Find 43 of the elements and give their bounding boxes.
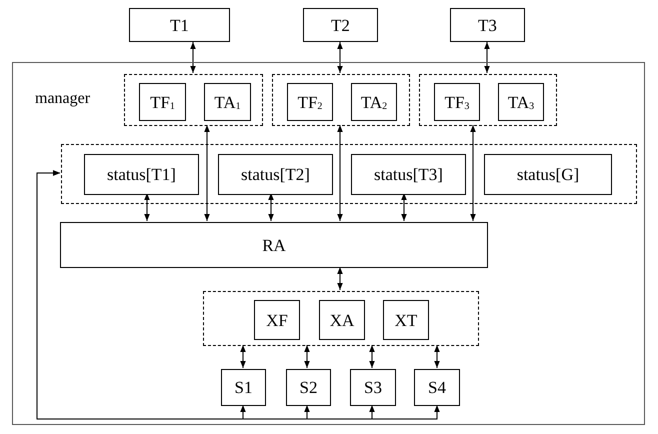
- process-box: S1: [221, 369, 266, 406]
- group-title: manager: [35, 91, 90, 107]
- arrow: [190, 42, 196, 74]
- arrow: [268, 192, 274, 222]
- process-box: status[T2]: [218, 154, 333, 195]
- process-box: status[G]: [484, 154, 612, 195]
- arrow: [337, 124, 343, 222]
- container-box: [12, 62, 645, 425]
- process-box: status[T3]: [351, 154, 466, 195]
- group-box: [419, 74, 557, 126]
- process-box: status[T1]: [84, 154, 199, 195]
- process-box: TA$_{1}$: [204, 83, 251, 121]
- group-box: [124, 74, 263, 126]
- group-box: [61, 144, 637, 204]
- arrow: [337, 42, 343, 74]
- process-box: S3: [350, 369, 396, 406]
- process-box: T2: [303, 8, 378, 42]
- process-box: XF: [254, 300, 300, 340]
- process-box: S4: [414, 369, 460, 406]
- process-box: TF$_{2}$: [287, 83, 333, 121]
- process-box: S2: [286, 369, 331, 406]
- arrow: [484, 42, 490, 74]
- arrow: [369, 344, 375, 368]
- group-box: [272, 74, 410, 126]
- arrow: [401, 192, 407, 222]
- arrow: [144, 192, 150, 222]
- process-box: TF$_{1}$: [139, 83, 186, 121]
- process-box: XT: [383, 300, 429, 340]
- arrow: [470, 124, 476, 222]
- process-box: TA$_{2}$: [351, 83, 397, 121]
- arrow: [204, 124, 210, 222]
- process-box: XA: [319, 300, 365, 340]
- group-box: [203, 291, 479, 346]
- arrow: [304, 344, 310, 368]
- arrow: [337, 266, 343, 290]
- arrow: [240, 344, 246, 368]
- process-box: TA$_{3}$: [498, 83, 544, 121]
- process-box: RA: [60, 222, 488, 268]
- process-box: T3: [450, 8, 525, 42]
- process-box: T1: [129, 8, 230, 42]
- process-box: TF$_{3}$: [434, 83, 480, 121]
- arrow: [434, 344, 440, 368]
- arrow: [36, 170, 440, 420]
